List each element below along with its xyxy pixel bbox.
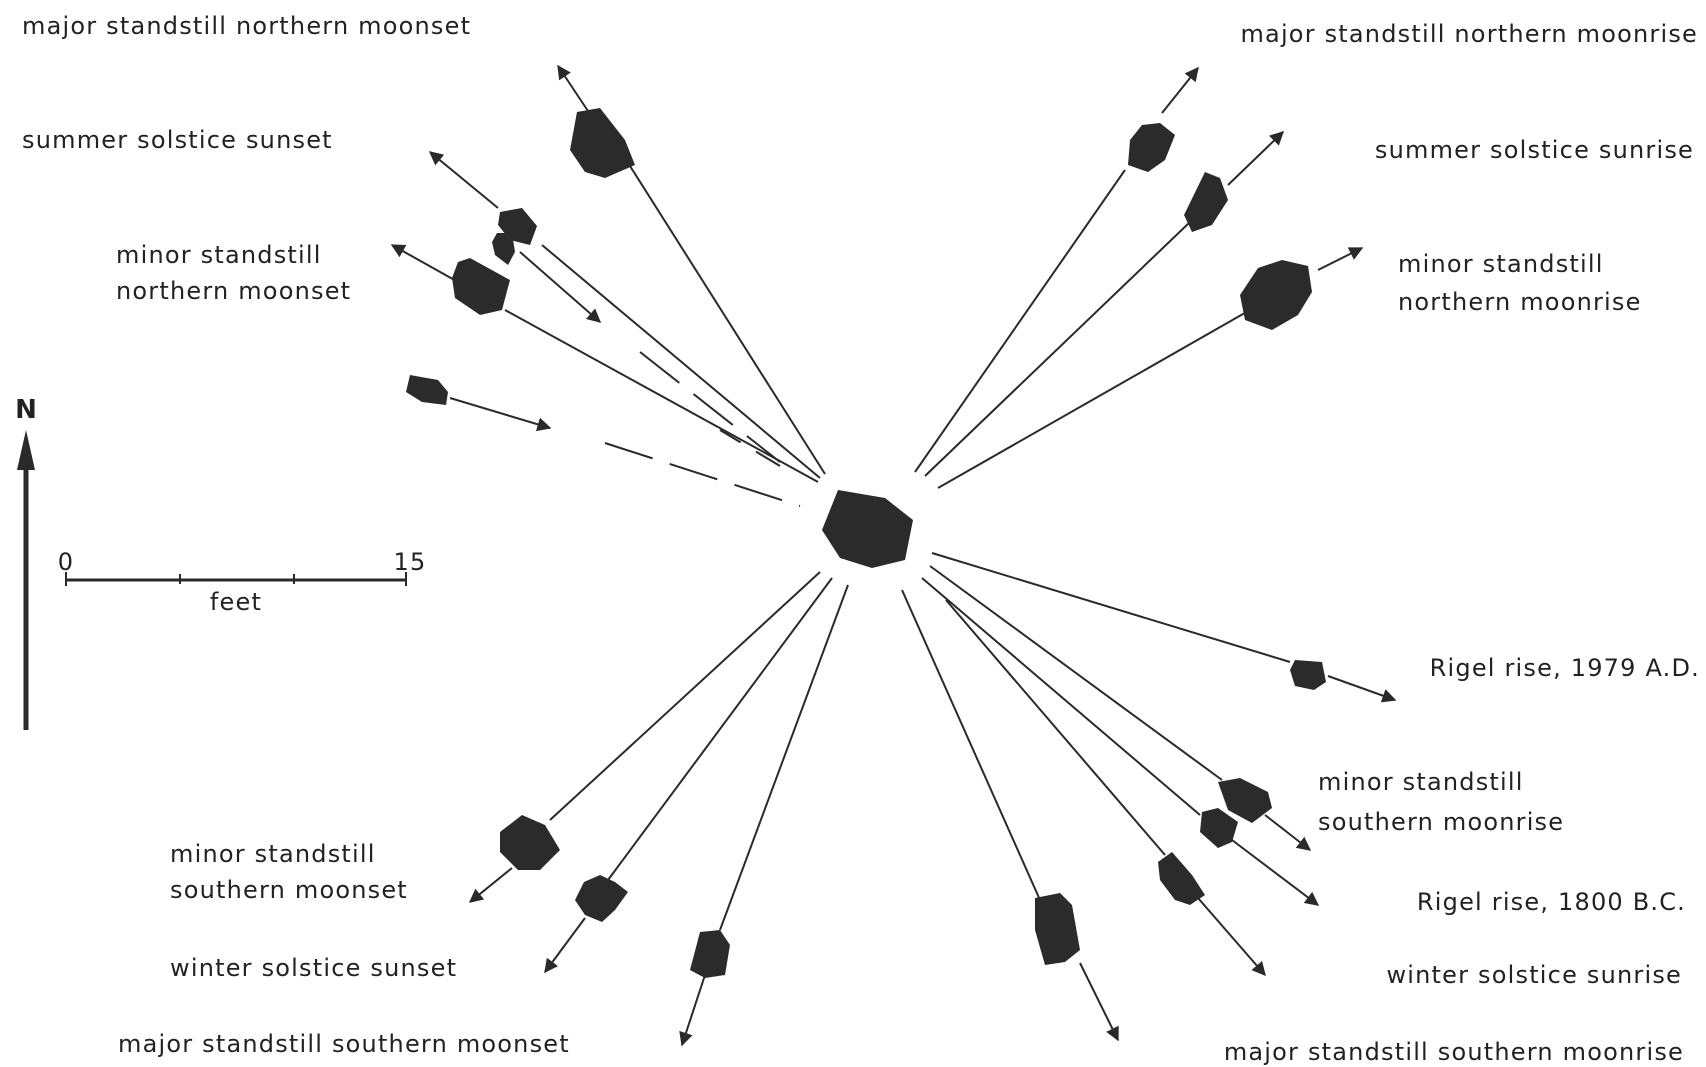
label-minor-standstill-southern-moonset-1: minor standstill (170, 840, 376, 868)
label-minor-standstill-northern-moonset-2: northern moonset (116, 277, 351, 305)
label-rigel-rise-1979: Rigel rise, 1979 A.D. (1430, 654, 1700, 682)
scale-end-label: 15 (394, 548, 427, 576)
sightline-winter-solstice-sunset (544, 577, 833, 974)
label-rigel-rise-1800: Rigel rise, 1800 B.C. (1417, 888, 1686, 916)
stone-major-northern-moonrise (1128, 123, 1175, 172)
stone-summer-solstice-sunrise (1184, 172, 1228, 232)
sightline-summer-solstice-sunset-secondary (492, 233, 602, 323)
label-major-standstill-southern-moonset: major standstill southern moonset (118, 1030, 570, 1058)
stone-rigel-1979 (1290, 660, 1326, 690)
north-label: N (15, 395, 37, 425)
sightline-western-marker (406, 375, 801, 507)
sightline-minor-northern-moonset (390, 244, 819, 483)
stone-summer-solstice-sunset-secondary (492, 233, 515, 265)
stone-western-marker (406, 375, 448, 405)
label-major-standstill-northern-moonset: major standstill northern moonset (22, 12, 471, 40)
sightline-summer-solstice-sunset (428, 151, 821, 479)
label-minor-standstill-southern-moonset-2: southern moonset (170, 876, 408, 904)
label-minor-standstill-northern-moonset-1: minor standstill (116, 241, 322, 269)
sightline-dashed-to-center (639, 351, 781, 463)
scale-start-label: 0 (58, 548, 74, 576)
sightline-minor-northern-moonrise (937, 247, 1364, 489)
stone-major-southern-moonrise (1035, 893, 1080, 965)
label-winter-solstice-sunrise: winter solstice sunrise (1386, 961, 1682, 989)
sightline-major-northern-moonset (557, 64, 826, 475)
sightline-rigel-1979 (931, 552, 1397, 703)
label-major-standstill-southern-moonrise: major standstill southern moonrise (1224, 1038, 1684, 1066)
sightline-minor-southern-moonrise (929, 565, 1312, 851)
sightline-major-northern-moonrise (914, 66, 1199, 473)
stone-rigel-1800 (1200, 808, 1238, 848)
label-summer-solstice-sunrise: summer solstice sunrise (1375, 136, 1694, 164)
central-stone (822, 490, 913, 568)
scale-bar: 0 15 feet (58, 548, 427, 616)
sightline-major-southern-moonrise (901, 589, 1119, 1042)
sightline-summer-solstice-sunrise (924, 131, 1285, 477)
label-major-standstill-northern-moonrise: major standstill northern moonrise (1240, 20, 1698, 48)
north-arrow-head (17, 430, 35, 470)
sightline-rigel-1800 (921, 577, 1320, 906)
sightline-major-southern-moonset (679, 584, 849, 1047)
north-arrow: N (15, 395, 37, 730)
stone-winter-solstice-sunrise (1158, 852, 1205, 905)
stone-winter-solstice-sunset (575, 875, 628, 922)
stone-major-northern-moonset (570, 108, 635, 178)
label-minor-standstill-southern-moonrise-2: southern moonrise (1318, 808, 1564, 836)
stone-minor-southern-moonset (500, 815, 560, 870)
label-winter-solstice-sunset: winter solstice sunset (170, 954, 457, 982)
label-minor-standstill-northern-moonrise-1: minor standstill (1398, 250, 1604, 278)
stone-minor-northern-moonset (452, 258, 510, 315)
stone-minor-southern-moonrise (1218, 778, 1272, 823)
label-minor-standstill-northern-moonrise-2: northern moonrise (1398, 288, 1642, 316)
scale-unit-label: feet (210, 588, 262, 616)
label-minor-standstill-southern-moonrise-1: minor standstill (1318, 768, 1524, 796)
stone-minor-northern-moonrise (1240, 260, 1312, 330)
sightline-minor-southern-moonset (468, 571, 821, 903)
sightline-winter-solstice-sunrise (945, 599, 1266, 977)
stone-major-southern-moonset (690, 930, 730, 978)
label-summer-solstice-sunset: summer solstice sunset (22, 126, 333, 154)
